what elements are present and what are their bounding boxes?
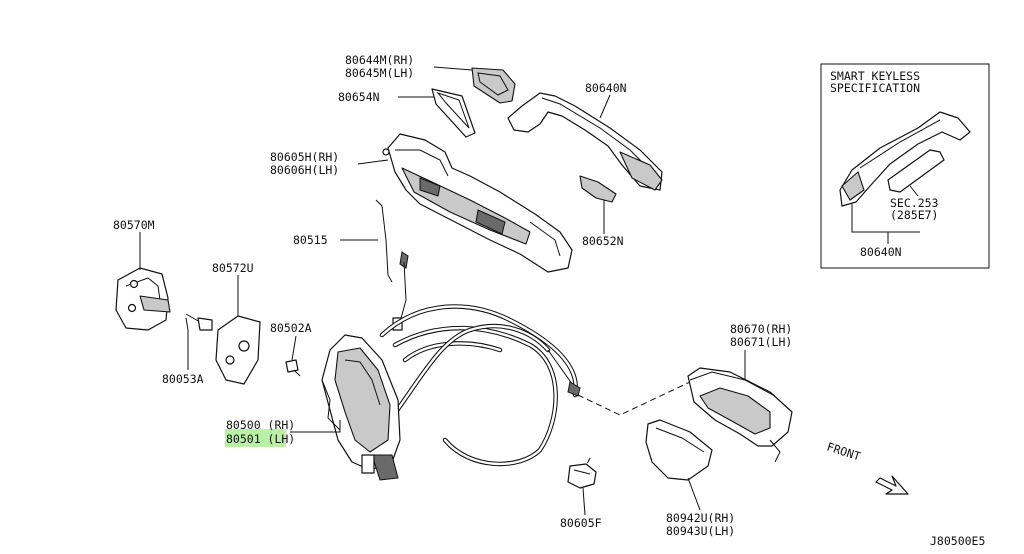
outside-handle[interactable] (507, 92, 663, 191)
label-80654n: 80654N (338, 90, 380, 104)
selected-part-highlight (225, 429, 286, 447)
label-80515: 80515 (293, 233, 328, 247)
label-80500: 80500 (RH) (226, 418, 295, 432)
outside-handle-frame[interactable] (382, 133, 573, 273)
lock-rod[interactable] (375, 199, 409, 331)
label-80670: 80670(RH) (730, 322, 792, 336)
inset-antenna[interactable] (887, 149, 945, 193)
door-striker[interactable] (115, 267, 171, 331)
label-80644m: 80644M(RH) (345, 53, 414, 67)
door-lock-cables[interactable] (379, 304, 581, 467)
inset-sec-line2: (285E7) (890, 208, 938, 222)
door-lock-actuator[interactable] (321, 334, 401, 481)
label-80053a: 80053A (162, 372, 204, 386)
label-80645m: 80645M(LH) (345, 66, 414, 80)
label-80943u: 80943U(LH) (666, 524, 735, 538)
inset-part-label: 80640N (860, 245, 902, 259)
inset-title-line2: SPECIFICATION (830, 81, 920, 95)
smart-keyless-inset-box (820, 63, 990, 269)
inset-outside-handle[interactable] (839, 111, 971, 207)
handle-rear-gasket[interactable] (579, 175, 617, 203)
label-80501: 80501 (LH) (226, 432, 295, 446)
label-80605h: 80605H(RH) (270, 150, 339, 164)
inside-handle-escutcheon[interactable] (645, 419, 713, 481)
cable-clip[interactable] (567, 463, 597, 489)
cable-route-line (577, 381, 691, 416)
label-80606h: 80606H(LH) (270, 163, 339, 177)
label-80502a: 80502A (270, 321, 312, 335)
label-80942u: 80942U(RH) (666, 511, 735, 525)
label-front: FRONT (825, 440, 862, 464)
inset-title-line1: SMART KEYLESS (830, 69, 920, 83)
label-80570m: 80570M (113, 218, 155, 232)
inset-sec-line1: SEC.253 (890, 196, 939, 210)
label-80572u: 80572U (212, 261, 254, 275)
inside-handle[interactable] (687, 367, 793, 463)
striker-shim[interactable] (215, 315, 261, 385)
label-80640n: 80640N (585, 81, 627, 95)
leader-lines (139, 66, 920, 516)
label-80605f: 80605F (560, 516, 602, 530)
outside-handle-escutcheon[interactable] (471, 67, 516, 104)
actuator-bolt[interactable] (285, 359, 301, 377)
label-80671: 80671(LH) (730, 335, 792, 349)
label-80652n: 80652N (582, 234, 624, 248)
striker-screw[interactable] (185, 313, 213, 331)
front-direction-arrow (875, 475, 909, 495)
diagram-code: J80500E5 (930, 534, 985, 548)
handle-gasket[interactable] (431, 88, 476, 138)
